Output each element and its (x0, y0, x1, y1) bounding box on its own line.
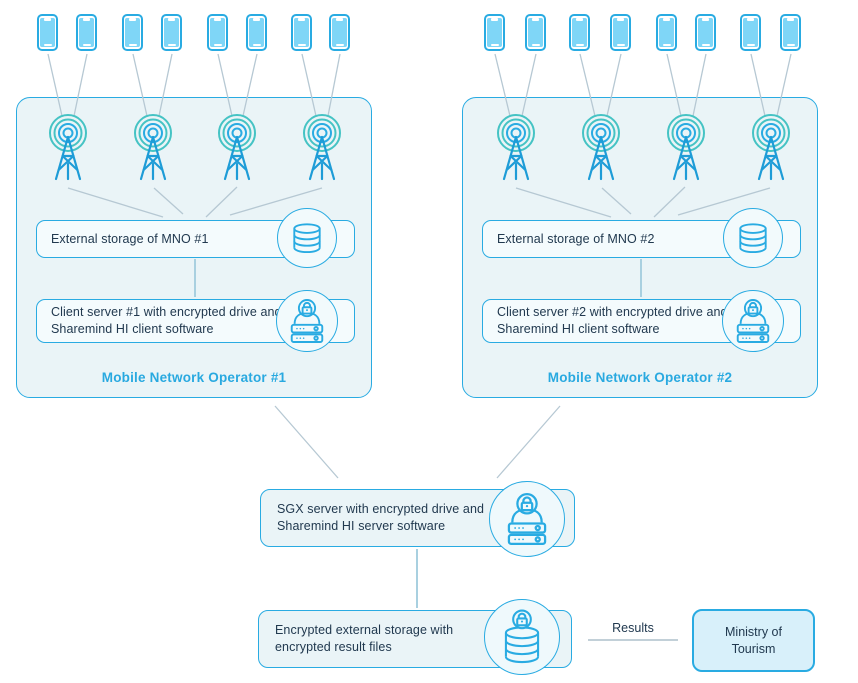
encrypted-database-badge (484, 599, 560, 675)
vertical-connector-lines (194, 259, 642, 608)
smartphone-icon (695, 14, 716, 51)
encrypted-server-badge (489, 481, 565, 557)
smartphone-icon (484, 14, 505, 51)
encrypted-server-icon (507, 493, 547, 545)
cell-tower-icon (302, 113, 342, 181)
tower-to-storage-lines (67, 186, 771, 218)
database-badge (723, 208, 783, 268)
ministry-of-tourism-box: Ministry of Tourism (692, 609, 815, 672)
cell-tower-icon (496, 113, 536, 181)
cell-tower-icon (217, 113, 257, 181)
cell-tower-icon (751, 113, 791, 181)
mno-to-sgx-lines (274, 405, 561, 479)
cell-tower-icon (133, 113, 173, 181)
mno1-label: Mobile Network Operator #1 (101, 370, 287, 385)
phone-to-tower-lines (47, 53, 792, 117)
database-icon (739, 223, 767, 254)
client-server-text: Client server #2 with encrypted drive an… (497, 305, 728, 336)
smartphone-icon (740, 14, 761, 51)
smartphone-icon (207, 14, 228, 51)
mno2-label: Mobile Network Operator #2 (547, 370, 733, 385)
database-badge (277, 208, 337, 268)
smartphone-icon (780, 14, 801, 51)
smartphone-icon (291, 14, 312, 51)
smartphone-icon (122, 14, 143, 51)
encrypted-database-icon (504, 609, 540, 664)
smartphone-icon (329, 14, 350, 51)
smartphone-icon (37, 14, 58, 51)
encrypted-storage-text: Encrypted external storage with encrypte… (275, 623, 454, 654)
smartphone-icon (76, 14, 97, 51)
cell-tower-icon (48, 113, 88, 181)
client-server-text: Client server #1 with encrypted drive an… (51, 305, 282, 336)
smartphone-icon (569, 14, 590, 51)
cell-tower-icon (666, 113, 706, 181)
encrypted-server-badge (722, 290, 784, 352)
smartphone-icon (610, 14, 631, 51)
encrypted-server-icon (290, 299, 324, 343)
external-storage-text: External storage of MNO #1 (51, 231, 209, 246)
database-icon (293, 223, 321, 254)
ministry-text: Ministry of Tourism (725, 624, 782, 656)
encrypted-server-badge (276, 290, 338, 352)
smartphone-icon (161, 14, 182, 51)
smartphone-icon (525, 14, 546, 51)
smartphone-icon (246, 14, 267, 51)
cell-tower-icon (581, 113, 621, 181)
smartphone-icon (656, 14, 677, 51)
external-storage-text: External storage of MNO #2 (497, 231, 655, 246)
results-label: Results (612, 621, 654, 635)
encrypted-server-icon (736, 299, 770, 343)
sgx-server-text: SGX server with encrypted drive and Shar… (277, 502, 485, 533)
